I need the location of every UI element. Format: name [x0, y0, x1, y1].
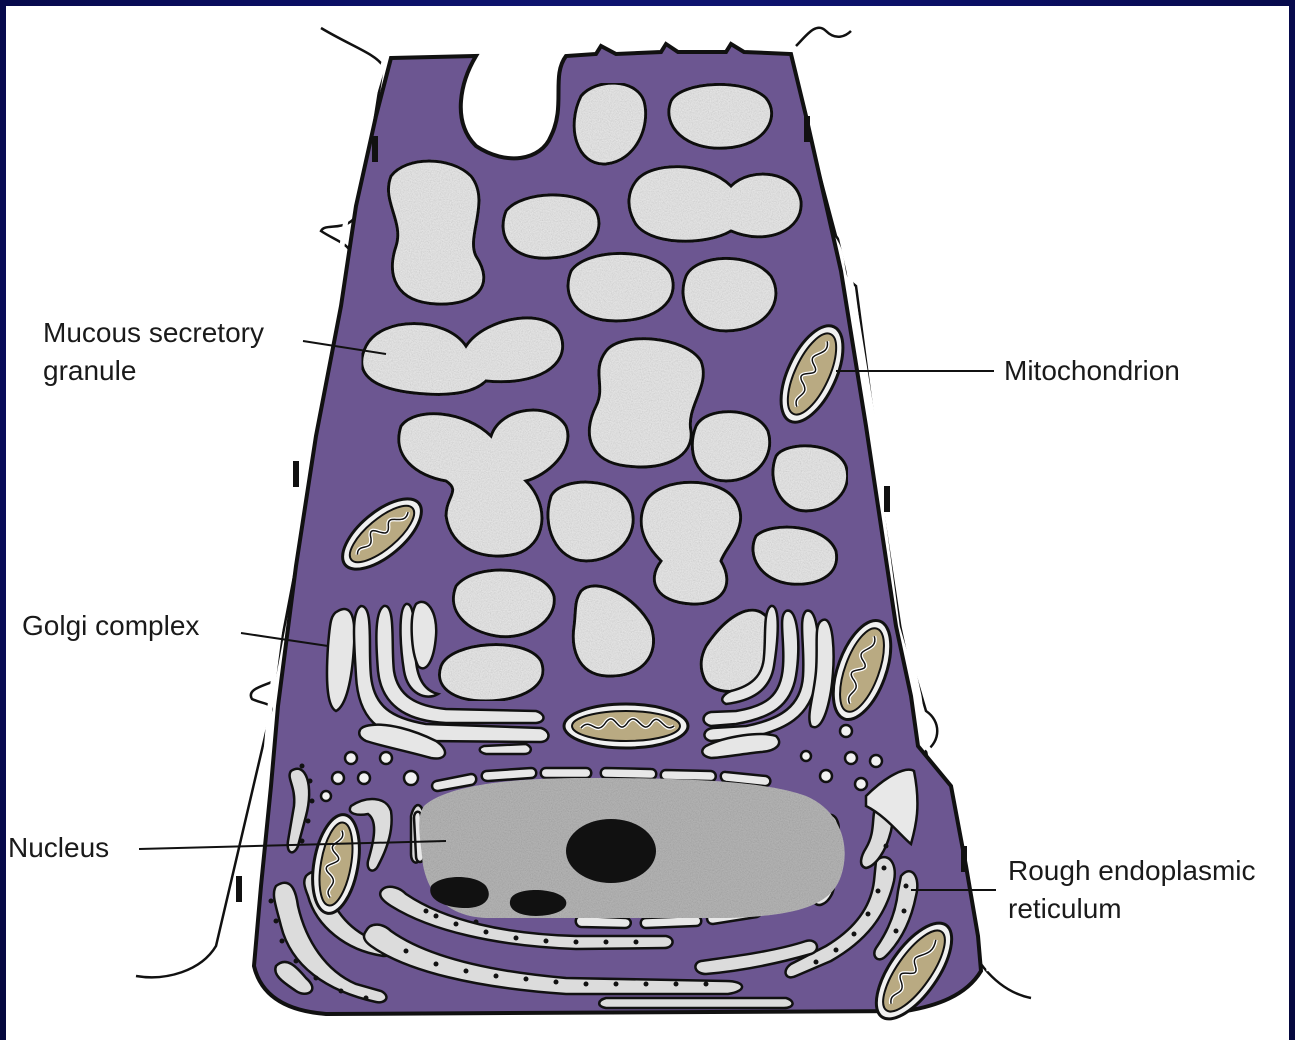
- diagram-panel: Mucous secretory granule Mitochondrion G…: [6, 6, 1289, 1040]
- label-nucleus: Nucleus: [8, 829, 109, 867]
- label-rer-line2: reticulum: [1008, 890, 1256, 928]
- label-mucous-secretory-granule: Mucous secretory granule: [43, 314, 264, 390]
- label-mucous-line2: granule: [43, 352, 264, 390]
- label-golgi-complex: Golgi complex: [22, 607, 199, 645]
- label-mucous-line1: Mucous secretory: [43, 314, 264, 352]
- label-rer-line1: Rough endoplasmic: [1008, 852, 1256, 890]
- label-rough-endoplasmic-reticulum: Rough endoplasmic reticulum: [1008, 852, 1256, 928]
- label-mitochondrion: Mitochondrion: [1004, 352, 1180, 390]
- nucleolus: [566, 819, 656, 883]
